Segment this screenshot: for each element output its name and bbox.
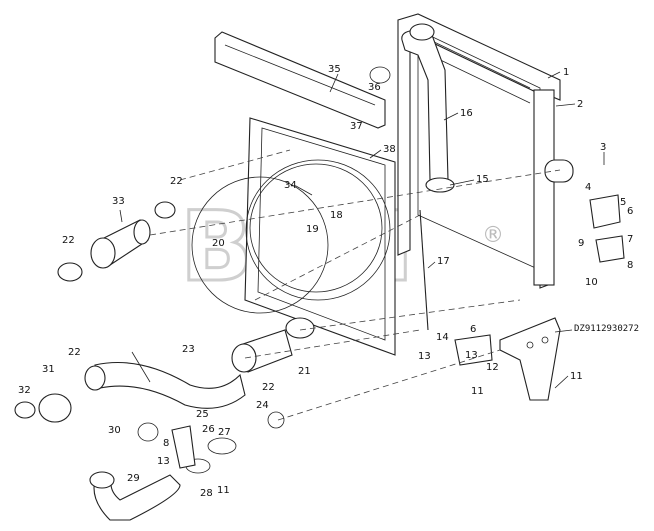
callout-7: 7 <box>627 234 633 245</box>
callout-6: 6 <box>627 206 633 217</box>
callout-19: 19 <box>306 224 319 235</box>
callout-15: 15 <box>476 174 489 185</box>
callout-25: 25 <box>196 409 209 420</box>
radiator-frame <box>397 13 574 289</box>
callout-37: 37 <box>350 121 363 132</box>
callout-1: 1 <box>563 67 569 78</box>
registered-mark: ® <box>482 223 504 248</box>
callout-11-mid: 11 <box>471 386 484 397</box>
callout-11-right: 11 <box>570 371 583 382</box>
callout-8: 8 <box>627 260 633 271</box>
callout-22-mid: 22 <box>262 382 275 393</box>
callout-29: 29 <box>127 473 140 484</box>
callout-23: 23 <box>182 344 195 355</box>
callout-36: 36 <box>368 82 381 93</box>
callout-13-right: 13 <box>418 351 431 362</box>
callout-14: 14 <box>436 332 449 343</box>
small-bracket <box>171 425 196 469</box>
callout-20: 20 <box>212 238 225 249</box>
callout-13-left: 13 <box>157 456 170 467</box>
callout-24: 24 <box>256 400 269 411</box>
callout-34: 34 <box>284 180 297 191</box>
callout-22-top: 22 <box>170 176 183 187</box>
callout-8-left: 8 <box>163 438 169 449</box>
callout-33: 33 <box>112 196 125 207</box>
top-cover-plate <box>214 31 386 129</box>
hose-clamps <box>137 66 391 474</box>
callout-10: 10 <box>585 277 598 288</box>
callout-4: 4 <box>585 182 591 193</box>
callout-11-bottom: 11 <box>217 485 230 496</box>
part-number-label: DZ9112930272 <box>574 324 639 334</box>
callout-27: 27 <box>218 427 231 438</box>
callout-30: 30 <box>108 425 121 436</box>
callout-22-left: 22 <box>62 235 75 246</box>
fan-shroud <box>244 117 396 356</box>
callout-3: 3 <box>600 142 606 153</box>
support-rod <box>419 209 429 331</box>
callout-26: 26 <box>202 424 215 435</box>
callout-21: 21 <box>298 366 311 377</box>
callout-13-mid: 13 <box>465 350 478 361</box>
mount-bracket-right <box>454 194 625 401</box>
callout-12: 12 <box>486 362 499 373</box>
callout-28: 28 <box>200 488 213 499</box>
callout-18: 18 <box>330 210 343 221</box>
upper-hose <box>401 23 455 193</box>
callout-17: 17 <box>437 256 450 267</box>
callout-38: 38 <box>383 144 396 155</box>
callout-32: 32 <box>18 385 31 396</box>
callout-5: 5 <box>620 197 626 208</box>
callout-35: 35 <box>328 64 341 75</box>
callout-6-mid: 6 <box>470 324 476 335</box>
leader-lines <box>119 71 605 389</box>
left-hose-set <box>14 201 315 521</box>
callout-labels: 1 2 3 4 5 6 7 8 9 10 11 11 11 12 13 13 1… <box>18 64 639 499</box>
callout-22-lower: 22 <box>68 347 81 358</box>
callout-31: 31 <box>42 364 55 375</box>
callout-16: 16 <box>460 108 473 119</box>
callout-9: 9 <box>578 238 584 249</box>
assembly-lines <box>149 149 561 421</box>
callout-2: 2 <box>577 99 583 110</box>
shroud-seal-ring <box>191 176 329 314</box>
